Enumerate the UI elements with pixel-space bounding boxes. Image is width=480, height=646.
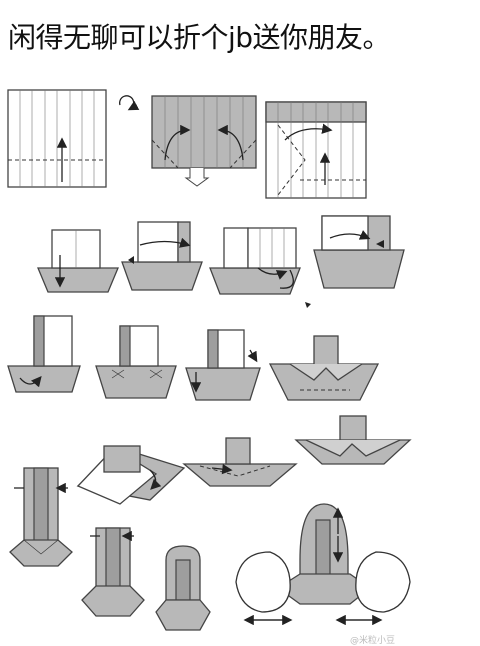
step-7 xyxy=(313,215,405,289)
turn-over-icon xyxy=(119,95,140,111)
step-9 xyxy=(95,325,177,399)
step-2-fold-corners xyxy=(151,95,257,187)
step-12-crossed-triangles xyxy=(76,445,186,505)
watermark-text: @米粒小豆 xyxy=(350,636,396,646)
step-1-crease-square xyxy=(7,89,107,188)
step-6 xyxy=(209,227,311,308)
step-13 xyxy=(182,437,298,487)
step-4 xyxy=(37,229,119,293)
step-16-shaft-folded-base xyxy=(81,528,145,617)
step-5 xyxy=(121,221,203,291)
origami-instruction-diagram xyxy=(7,89,412,631)
step-11 xyxy=(268,335,380,401)
step-15-narrow-shaft xyxy=(9,467,73,567)
step-10 xyxy=(185,329,261,401)
page-title: 闲得无聊可以折个jb送你朋友。 xyxy=(8,21,391,54)
step-3-fold-side xyxy=(265,101,367,199)
step-14 xyxy=(294,415,412,465)
step-17-rounded-top xyxy=(155,545,211,631)
final-model-in-hands xyxy=(235,503,411,626)
step-8 xyxy=(7,315,81,393)
